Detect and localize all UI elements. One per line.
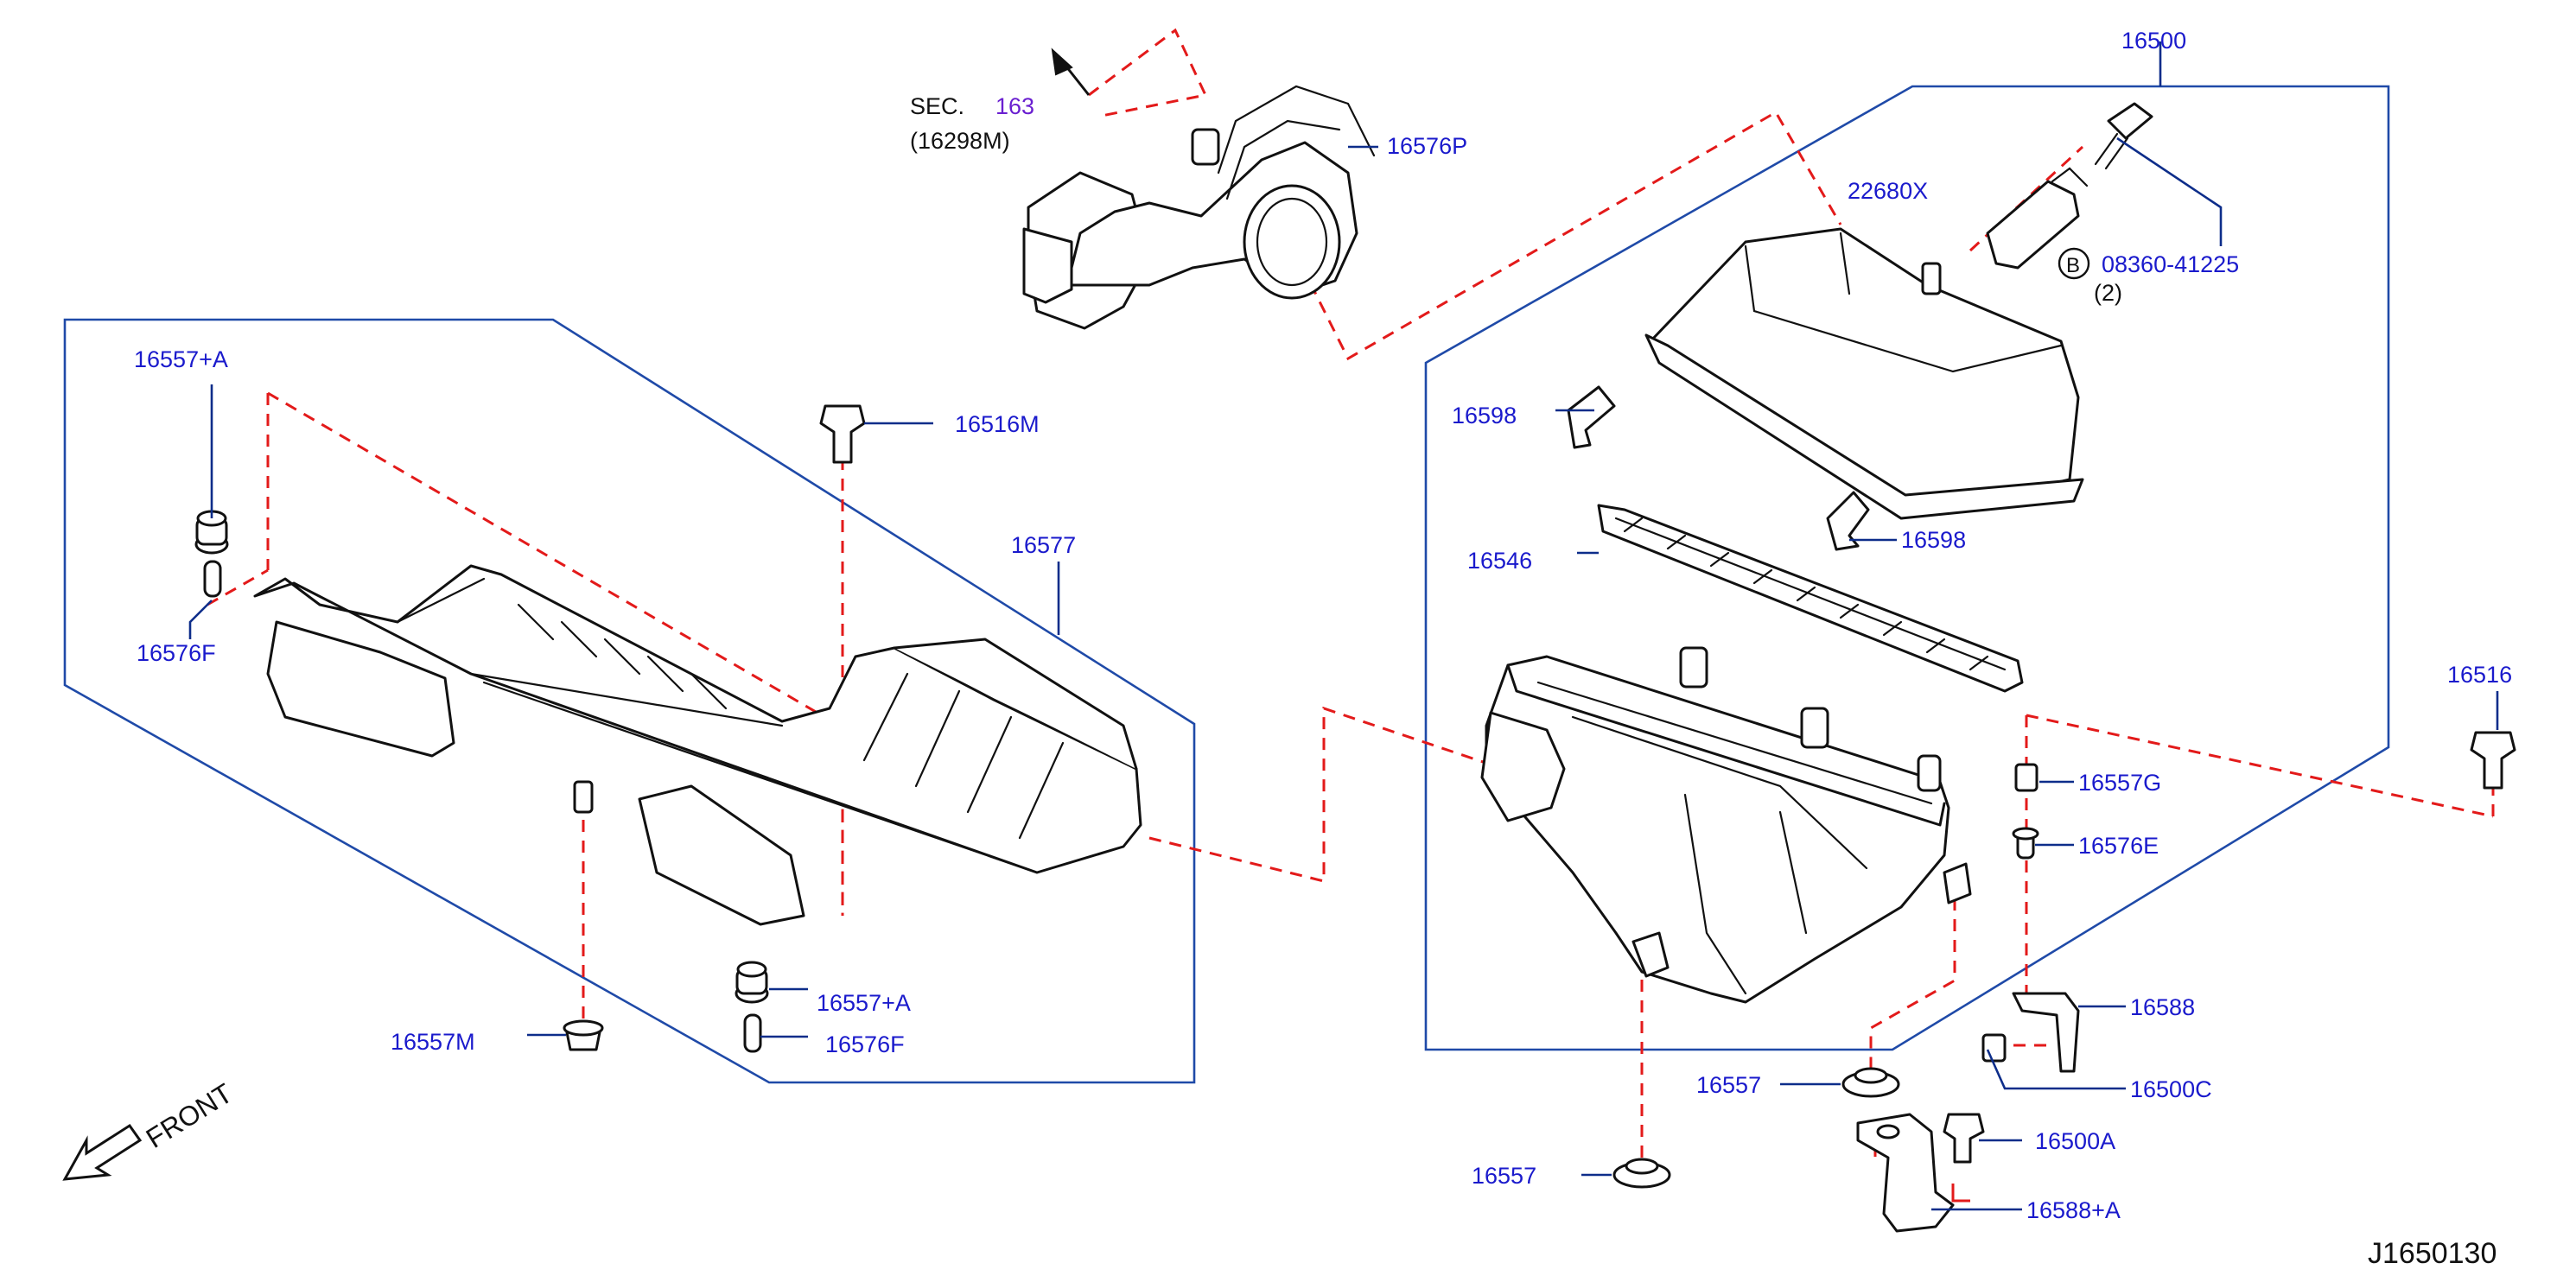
label-16576F-upper: 16576F: [137, 640, 216, 666]
label-16576P: 16576P: [1387, 133, 1467, 159]
label-16598-upper: 16598: [1452, 403, 1517, 428]
label-16516: 16516: [2447, 662, 2512, 688]
label-16557G: 16557G: [2078, 770, 2161, 796]
left-assembly-frame: [63, 318, 1196, 1084]
filter-element-16546: [1597, 504, 2024, 693]
label-16557-lower: 16557: [1472, 1163, 1536, 1189]
label-16546: 16546: [1467, 548, 1532, 574]
grommet-16557-lower: [1612, 1158, 1671, 1189]
bracket-16588A: [1856, 1113, 1955, 1233]
filter-pleats: [1623, 517, 1989, 671]
bolt-16516: [2470, 731, 2516, 790]
label-16588: 16588: [2130, 994, 2195, 1020]
leader-lines: [188, 41, 2499, 1211]
grommet-16557A-lower: [735, 961, 769, 1004]
pin-16576E: [2012, 827, 2039, 860]
label-08360-qty: (2): [2094, 280, 2122, 306]
intake-hose-16576P: [1022, 85, 1376, 330]
air-cleaner-cover: [1644, 227, 2084, 520]
clip-16598-upper: [1567, 385, 1616, 449]
bolt-16500A: [1943, 1113, 1985, 1164]
grommet-16557-upper: [1841, 1067, 1900, 1098]
sensor-22680X: [1986, 167, 2089, 270]
sec-ref-arrow: [1051, 48, 1091, 96]
label-16557M: 16557M: [391, 1029, 475, 1055]
pin-16576F-lower: [743, 1013, 762, 1053]
label-16576E: 16576E: [2078, 833, 2159, 859]
right-assembly-frame: [1424, 85, 2390, 1051]
air-duct-16577: [253, 564, 1142, 926]
label-16598-lower: 16598: [1901, 527, 1966, 553]
label-08360-41225: 08360-41225: [2102, 251, 2239, 277]
label-22680X: 22680X: [1848, 178, 1928, 204]
bolt-badge-circle: [2058, 247, 2090, 280]
label-16557-upper: 16557: [1696, 1072, 1761, 1098]
front-label: FRONT: [141, 1077, 239, 1154]
label-16500: 16500: [2121, 28, 2186, 54]
label-16500C: 16500C: [2130, 1076, 2212, 1102]
bracket-16588: [2012, 992, 2080, 1073]
label-16557A-lower: 16557+A: [817, 990, 911, 1016]
sec-ref-prefix: SEC.: [910, 93, 964, 119]
diagram-id: J1650130: [2368, 1237, 2496, 1270]
label-16576F-lower: 16576F: [825, 1031, 905, 1057]
clip-16598-lower: [1826, 491, 1870, 551]
bolt-08360: [2094, 102, 2153, 170]
bolt-badge-letter: B: [2066, 254, 2080, 277]
sec-ref-number: 163: [995, 93, 1034, 119]
sec-ref-sub: (16298M): [910, 128, 1010, 154]
grommet-16557M: [563, 1019, 604, 1051]
front-direction-arrow: [62, 1123, 143, 1181]
duct-ribs: [517, 603, 1065, 840]
nut-16557G: [2014, 763, 2039, 792]
bolt-16500C: [1981, 1033, 2007, 1063]
pin-16576F-upper: [203, 560, 222, 598]
bolt-16516M: [819, 404, 866, 464]
label-16557A-upper: 16557+A: [134, 346, 228, 372]
label-16588A: 16588+A: [2026, 1197, 2121, 1223]
label-16577: 16577: [1011, 532, 1076, 558]
air-cleaner-lower-housing: [1480, 646, 1972, 1004]
label-16500A: 16500A: [2035, 1128, 2115, 1154]
label-16516M: 16516M: [955, 411, 1040, 437]
